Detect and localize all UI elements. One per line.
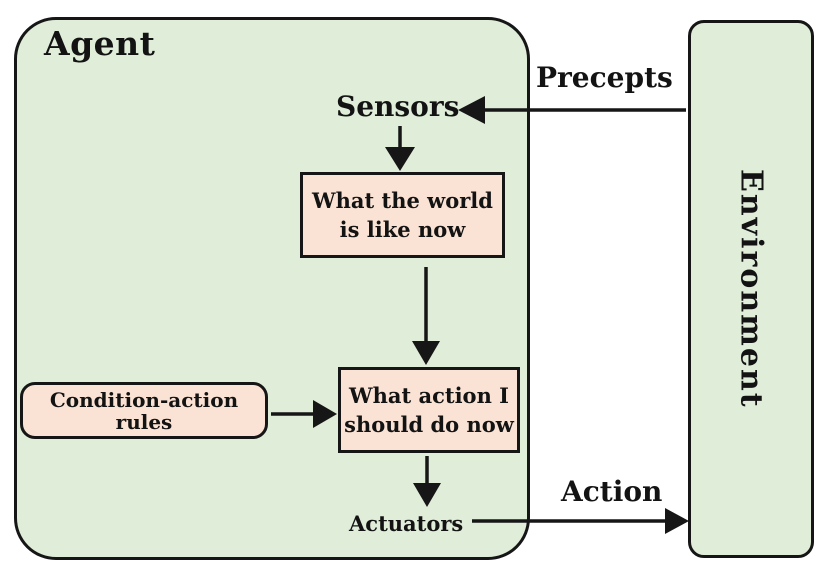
sensors-label: Sensors (336, 90, 460, 123)
condition-action-rules-node: Condition-action rules (20, 382, 268, 439)
world-state-node: What the world is like now (300, 172, 505, 258)
decision-node: What action I should do now (338, 367, 520, 453)
decision-text-line2: should do now (344, 412, 514, 437)
action-label: Action (561, 475, 663, 508)
world-state-text-line2: is like now (339, 217, 466, 242)
precepts-label: Precepts (536, 61, 673, 94)
environment-box: Environment (688, 20, 814, 558)
world-state-text-line1: What the world (312, 187, 493, 213)
agent-container-box (14, 17, 530, 560)
environment-label: Environment (733, 169, 769, 409)
decision-text-line1: What action I (349, 382, 509, 408)
agent-title: Agent (44, 24, 156, 63)
actuators-label: Actuators (349, 511, 464, 536)
rules-text: Condition-action rules (49, 387, 239, 434)
